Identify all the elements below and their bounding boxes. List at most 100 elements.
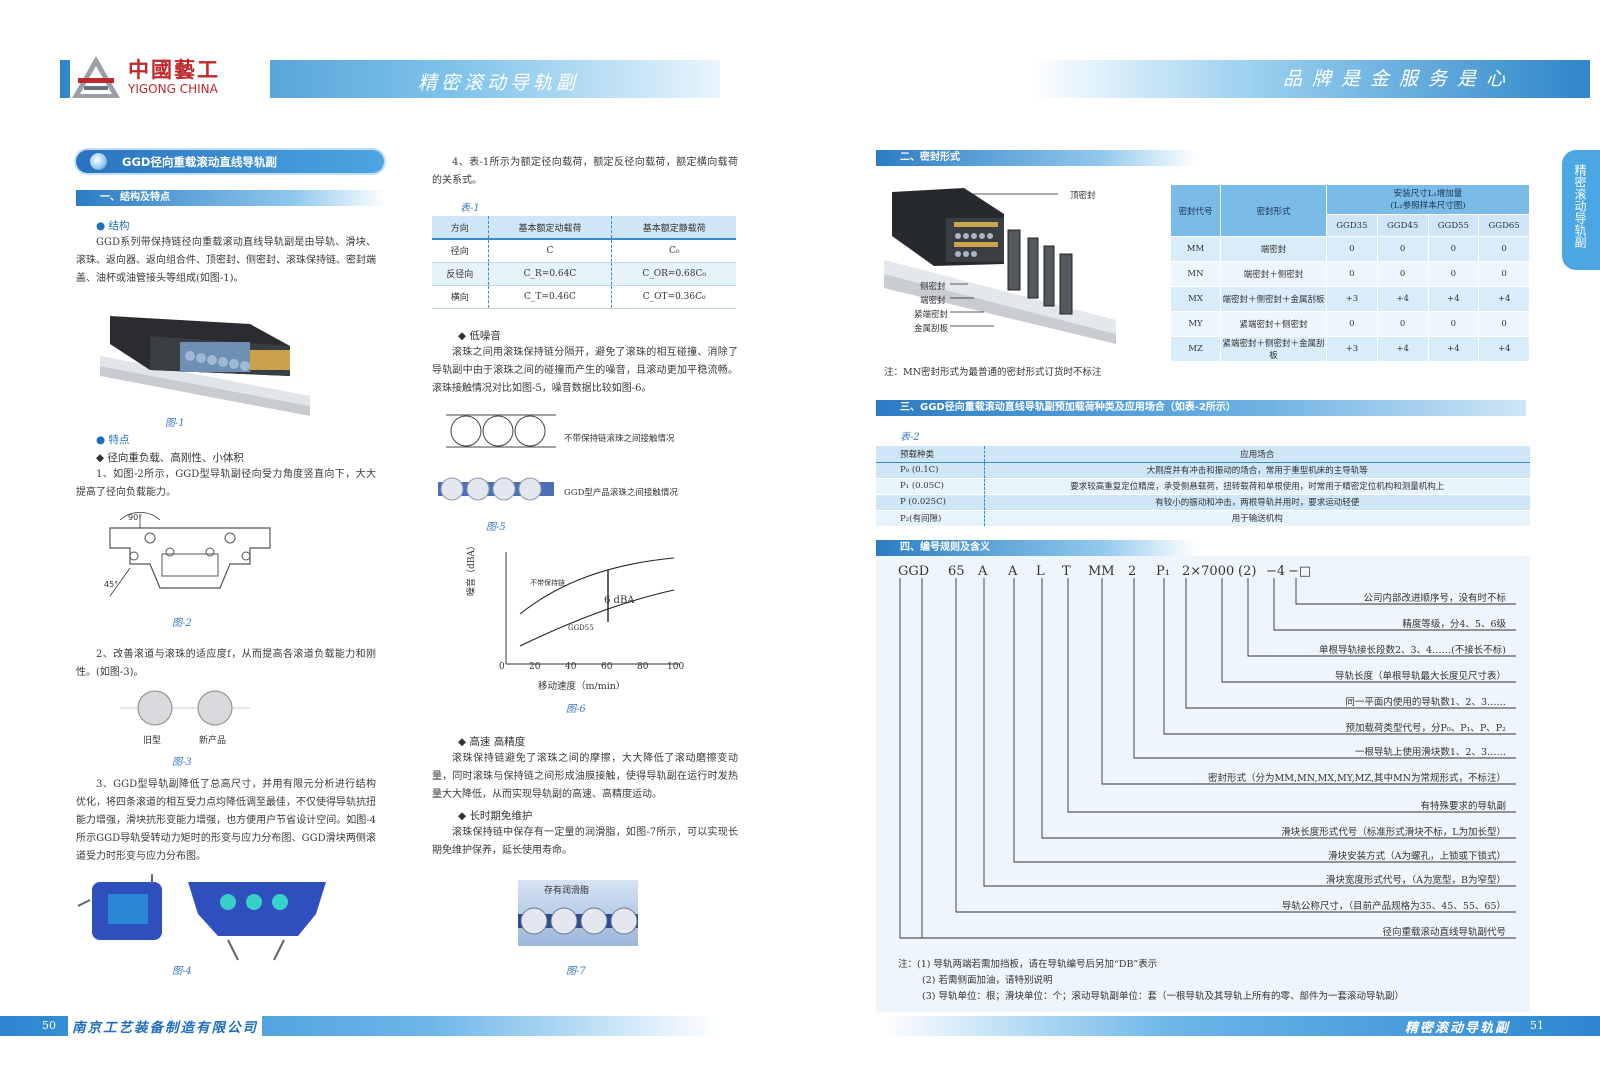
table1-header: 基本额定静载荷 xyxy=(611,216,736,240)
fig1-slider-image xyxy=(100,316,310,416)
fig5-contact-ggd xyxy=(438,477,554,501)
chart-x-ticks: 0 20 40 60 80 100 xyxy=(495,662,695,674)
fig2-profile-drawing xyxy=(109,511,271,597)
code-desc: 同一平面内使用的导轨数1、2、3…… xyxy=(1345,697,1506,708)
table2-cell: P₂(有间隙) xyxy=(876,510,985,527)
section-4-bar: 四、编号规则及含义 xyxy=(876,540,1196,556)
table-row: 反径向 C_R=0.64C C_OR=0.68C₀ xyxy=(432,262,736,286)
code-part: −□ xyxy=(1288,564,1312,579)
code-desc: 预加载荷类型代号，分P₀、P₁、P、P₂ xyxy=(1345,723,1507,734)
table-row: P (0.025C)有较小的振动和冲击，两根导轨并用时，要求运动轻便 xyxy=(876,494,1530,511)
code-part: T xyxy=(1062,564,1071,579)
seal-cell: 0 xyxy=(1376,236,1429,262)
seal-header-add: 安装尺寸L₁增加量 xyxy=(1393,188,1463,199)
table1-cell: C_T=0.46C xyxy=(487,285,612,309)
seal-cell: 0 xyxy=(1427,261,1480,287)
note-1: 注：(1) 导轨两端若需加挡板，请在导轨编号后另加“DB”表示 xyxy=(898,959,1158,970)
code-leader-lines xyxy=(899,578,1516,939)
page-number-left: 50 xyxy=(42,1019,56,1032)
fig2-angle-45: 45° xyxy=(104,580,119,589)
seal-size: GGD45 xyxy=(1376,214,1429,237)
table-1: 方向 基本额定动载荷 基本额定静载荷 径向 C C₀ 反径向 C_R=0.64C… xyxy=(432,216,736,309)
x-tick: 0 xyxy=(499,662,505,672)
code-desc: 精度等级，分4、5、6级 xyxy=(1402,619,1506,630)
side-tab: 精密滚动导轨副 xyxy=(1562,150,1600,270)
table2-cell: 大刚度并有冲击和振动的场合，常用于重型机床的主导轨等 xyxy=(984,462,1530,479)
x-tick: 80 xyxy=(637,662,649,672)
section-1-bar: 一、结构及特点 xyxy=(76,190,386,206)
seal-cell: +4 xyxy=(1376,286,1429,312)
seal-cell: +4 xyxy=(1427,336,1480,362)
table2-cell: P₀ (0.1C) xyxy=(876,462,985,479)
seal-cell: 端密封 xyxy=(1220,236,1327,262)
low-noise-heading: ◆ 低噪音 xyxy=(458,330,501,342)
table2-header-row: 预载种类 应用场合 xyxy=(876,446,1530,463)
fig4-fea-images xyxy=(78,874,326,961)
noise-chart xyxy=(505,552,680,665)
seal-cell: MM xyxy=(1170,236,1221,262)
table1-header: 方向 xyxy=(432,216,488,240)
seal-cell: 0 xyxy=(1326,311,1378,337)
fig5-contact-no-chain xyxy=(446,414,556,448)
seal-header: 密封代号 xyxy=(1170,184,1221,237)
fig7-label: 存有润滑脂 xyxy=(544,886,590,896)
seal-cell: 0 xyxy=(1478,311,1530,337)
noise-line-no-chain xyxy=(519,557,675,615)
chart-ylabel: 噪音（dBA） xyxy=(467,541,477,596)
note-3: (3) 导轨单位：根；滑块单位：个；滚动导轨副单位：套（一根导轨及其导轨上所有的… xyxy=(922,991,1404,1002)
seal-cell: MX xyxy=(1170,286,1221,312)
chart-xlabel: 移动速度（m/min） xyxy=(538,681,626,692)
chart-annotation: 6 dBA xyxy=(604,595,635,606)
table1-cell: C₀ xyxy=(611,239,736,263)
code-part: 2×7000 xyxy=(1182,564,1235,579)
fig3-new-label: 新产品 xyxy=(199,736,227,746)
table1-cell: 径向 xyxy=(432,239,488,263)
code-desc: 有特殊要求的导轨副 xyxy=(1420,801,1506,812)
fig7-caption: 图-7 xyxy=(566,966,586,977)
table1-cell: C_OT=0.36C₀ xyxy=(611,285,736,309)
high-speed-text: 滚珠保持链避免了滚珠之间的摩擦，大大降低了滚动磨擦变动量，同时滚珠与保持链之间形… xyxy=(432,753,738,800)
header: 中國藝工 YIGONG CHINA 精密滚动导轨副 品牌是金服务是心 xyxy=(0,0,1600,110)
fig6-caption: 图-6 xyxy=(566,704,586,715)
code-part: (2) xyxy=(1238,564,1257,579)
long-term-text: 滚珠保持链中保存有一定量的润滑脂，如图-7所示，可以实现长期免维护保养，延长使用… xyxy=(432,827,738,856)
table1-cell: 横向 xyxy=(432,285,488,309)
table-2: 预载种类 应用场合 P₀ (0.1C)大刚度并有冲击和振动的场合，常用于重型机床… xyxy=(876,446,1530,527)
seal-label: 端密封 xyxy=(920,296,946,306)
high-speed-heading: ◆ 高速 高精度 xyxy=(458,736,526,748)
seal-cell: +4 xyxy=(1427,286,1480,312)
seal-size: GGD65 xyxy=(1478,214,1530,237)
features-heading: ● 特点 xyxy=(96,434,130,446)
logo-mark-icon xyxy=(72,56,120,98)
fig5-label-b: GGD型产品滚珠之间接触情况 xyxy=(564,488,678,498)
feature-2-text: 2、改善滚道与滚珠的适应度f，从而提高各滚道负载能力和刚性。(如图-3)。 xyxy=(76,649,376,678)
table2-cell: 要求较高重复定位精度，承受侧悬载荷，扭转载荷和单根使用，时常用于精密定位机构和测… xyxy=(984,478,1530,495)
code-desc: 导轨公称尺寸，（目前产品规格为35、45、55、65） xyxy=(1281,901,1506,912)
x-tick: 20 xyxy=(529,662,541,672)
table1-cell: C_OR=0.68C₀ xyxy=(611,262,736,286)
x-tick: 60 xyxy=(601,662,613,672)
seal-cell: +4 xyxy=(1376,336,1429,362)
note-2: (2) 若需侧面加油，请特别说明 xyxy=(922,975,1053,986)
table1-header: 基本额定动载荷 xyxy=(487,216,612,240)
table1-cell: 反径向 xyxy=(432,262,488,286)
page-number-right: 51 xyxy=(1530,1019,1544,1032)
seal-label: 侧密封 xyxy=(920,282,946,292)
feature-3-text: 3、GGD型导轨副降低了总高尺寸，并用有限元分析进行结构优化，将四条滚道的相互受… xyxy=(76,779,376,862)
chart-label-no-chain: 不带保持链 xyxy=(530,579,565,587)
seal-table: 密封代号 密封形式 安装尺寸L₁增加量 (L₁参照样本尺寸图) GGD35 GG… xyxy=(1170,184,1530,362)
seal-size: GGD55 xyxy=(1427,214,1480,237)
code-part: GGD xyxy=(898,564,930,579)
chart-label-ggd55: GGD55 xyxy=(568,624,594,632)
table-row: P₂(有间隙)用于输送机构 xyxy=(876,510,1530,527)
seal-cell: 端密封＋侧密封 xyxy=(1220,261,1327,287)
footer-company: 南京工艺装备制造有限公司 xyxy=(68,1016,262,1036)
code-part: L xyxy=(1036,564,1045,579)
seal-cell: 0 xyxy=(1376,261,1429,287)
header-left-title: 精密滚动导轨副 xyxy=(418,72,580,94)
seal-size: GGD35 xyxy=(1326,214,1378,237)
table2-label: 表-2 xyxy=(900,432,920,443)
code-part: P₁ xyxy=(1156,564,1170,579)
feature-a: ◆ 径向重负载、高刚性、小体积 xyxy=(96,452,244,464)
